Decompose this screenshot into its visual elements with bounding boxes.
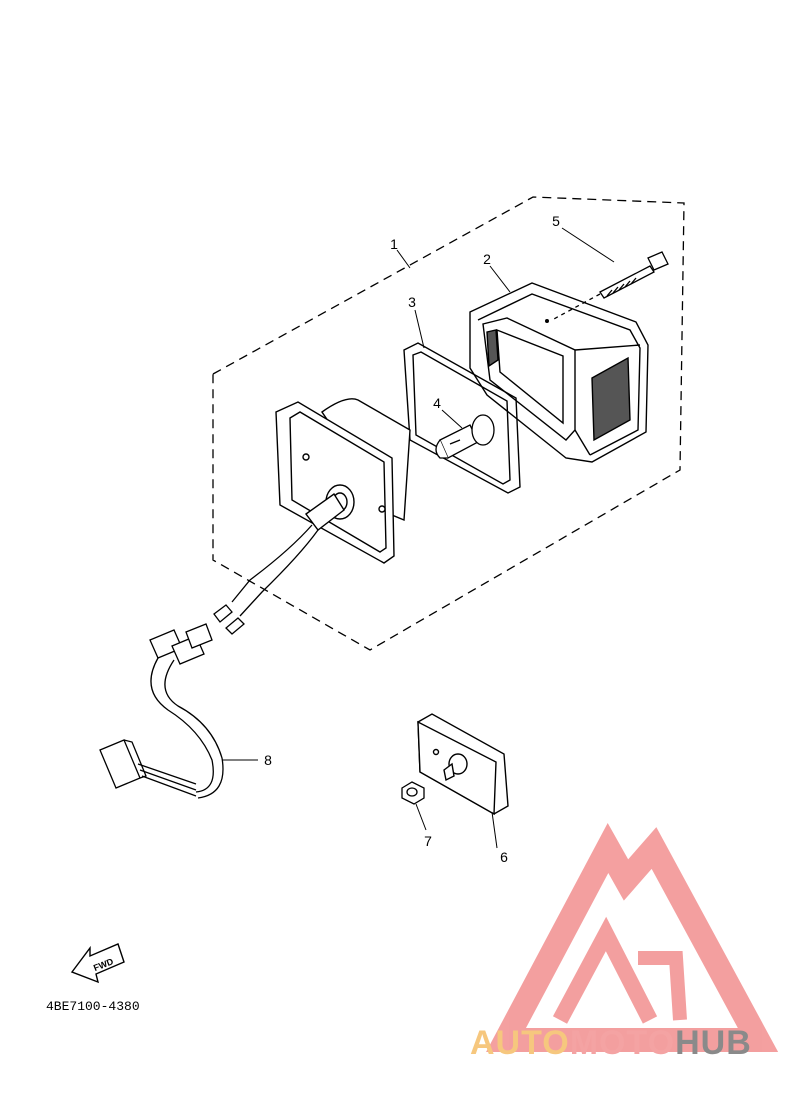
brand-part-auto: AUTO: [470, 1024, 570, 1062]
lead-wires: [213, 524, 319, 635]
diagram-code: 4BE7100-4380: [46, 999, 140, 1014]
callout-8: 8: [264, 752, 272, 768]
assembly-boundary: [212, 196, 685, 651]
callout-3: 3: [408, 294, 416, 310]
brand-part-moto: MOTO: [570, 1024, 675, 1062]
watermark-logo-icon: [486, 822, 779, 1052]
callout-5: 5: [552, 213, 560, 229]
wire-harness: [99, 623, 224, 799]
callout-7: 7: [424, 833, 432, 849]
mounting-plate: [417, 713, 509, 816]
lens-housing: [469, 282, 649, 463]
callout-1: 1: [390, 236, 398, 252]
brand-part-hub: HUB: [675, 1024, 752, 1062]
leader-lines: [222, 227, 615, 849]
screw: [551, 251, 669, 321]
nut: [401, 781, 425, 805]
callout-4: 4: [433, 395, 441, 411]
base-plate: [275, 398, 411, 564]
watermark-brand: AUTOMOTOHUB: [470, 1024, 752, 1062]
callout-6: 6: [500, 849, 508, 865]
bulb: [435, 414, 495, 459]
fwd-arrow-icon: FWD: [70, 943, 125, 984]
callout-2: 2: [483, 251, 491, 267]
